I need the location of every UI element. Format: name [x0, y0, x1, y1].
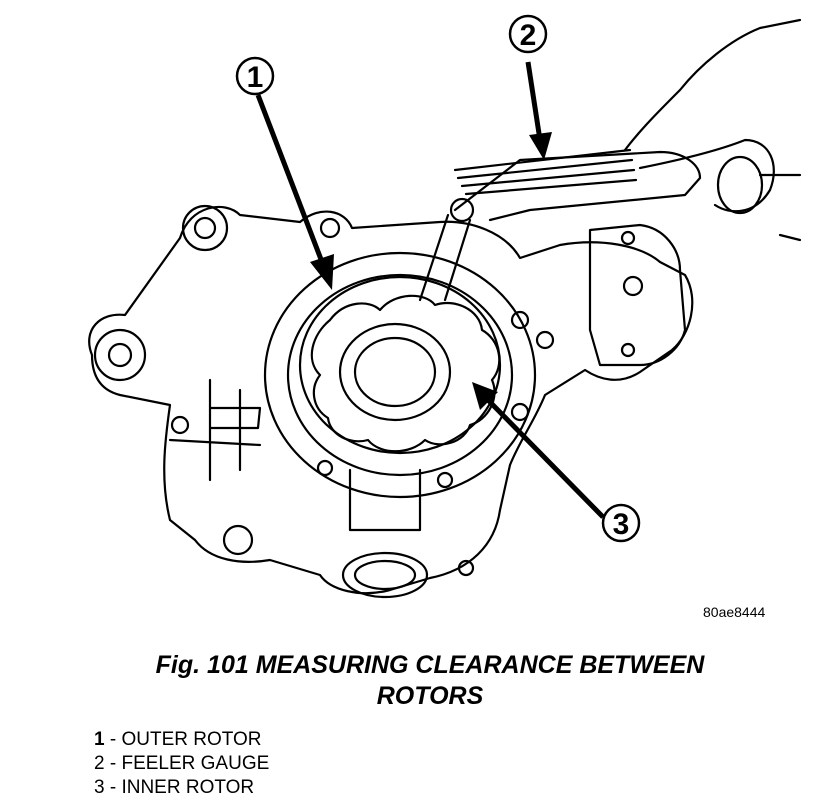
caption-line-2: ROTORS [376, 682, 484, 710]
callout-3-number: 3 [613, 508, 630, 541]
callout-1-circle [235, 56, 275, 96]
legend-text: - INNER ROTOR [104, 777, 255, 798]
figure-caption: Fig. 101 MEASURING CLEARANCE BETWEEN ROT… [100, 650, 760, 712]
legend-text: - OUTER ROTOR [104, 729, 262, 750]
callout-legend: 1 - OUTER ROTOR 2 - FEELER GAUGE 3 - INN… [94, 728, 269, 800]
callout-3-arrowhead [472, 382, 498, 410]
callout-1-number: 1 [247, 61, 264, 94]
callout-2-circle [508, 14, 548, 54]
legend-item: 1 - OUTER ROTOR [94, 728, 269, 752]
feeler-gauge [453, 150, 702, 222]
legend-key: 1 [94, 729, 105, 750]
legend-key: 2 [94, 753, 105, 774]
callout-1-leader [255, 94, 325, 263]
hand [623, 18, 802, 242]
callout-3-circle [601, 503, 641, 543]
pump-housing [88, 206, 694, 595]
legend-item: 2 - FEELER GAUGE [94, 752, 269, 776]
legend-key: 3 [94, 777, 105, 798]
inner-rotor [310, 294, 501, 453]
image-code: 80ae8444 [703, 604, 766, 620]
callout-2-number: 2 [520, 19, 537, 52]
callout-1-arrowhead [310, 254, 334, 290]
callout-2-arrowhead [529, 132, 552, 160]
callout-3-leader [486, 398, 605, 519]
legend-item: 3 - INNER ROTOR [94, 776, 269, 800]
caption-line-1: Fig. 101 MEASURING CLEARANCE BETWEEN [155, 651, 705, 679]
legend-text: - FEELER GAUGE [104, 753, 270, 774]
callout-2-leader [525, 61, 543, 141]
oil-pump-rotor-illustration: 1 2 3 [88, 14, 802, 599]
